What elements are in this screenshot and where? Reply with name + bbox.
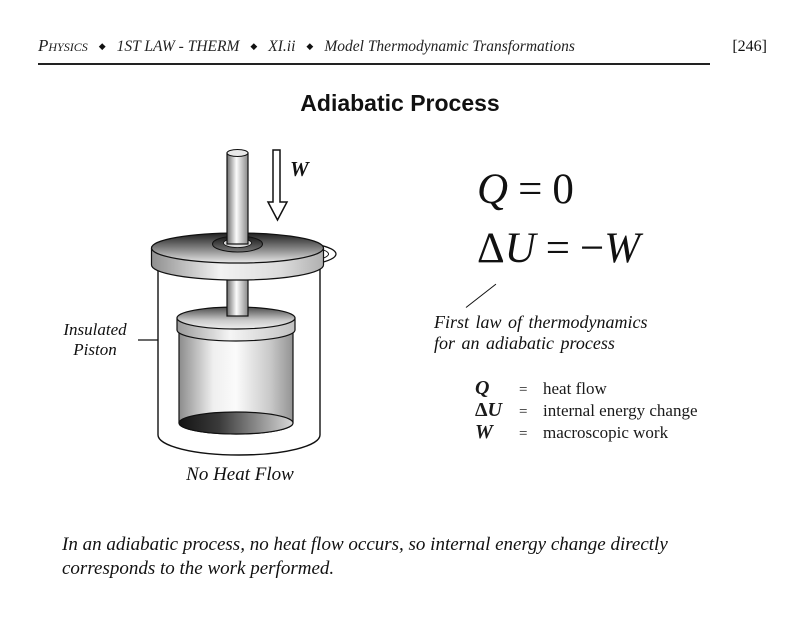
- page-number: [246]: [732, 38, 767, 55]
- symbol-w: W: [604, 225, 641, 272]
- definition-row-q: Q = heat flow: [475, 377, 698, 399]
- symbol-u: U: [504, 225, 536, 272]
- definition-meaning: internal energy change: [543, 401, 698, 420]
- diamond-separator-icon: ◆: [306, 41, 314, 51]
- equals-sign: =: [519, 382, 528, 398]
- annotation-pointer-line: [465, 283, 497, 308]
- insulated-piston-label-line2: Piston: [73, 340, 117, 359]
- equals-sign: =: [545, 225, 570, 272]
- definition-meaning: heat flow: [543, 379, 607, 398]
- definition-meaning: macroscopic work: [543, 423, 669, 442]
- equation-q-zero: Q=0: [477, 168, 574, 211]
- piston-diagram: [138, 148, 337, 456]
- piston-bottom-face: [178, 411, 294, 435]
- first-law-annotation-line2: for an adiabatic process: [434, 333, 615, 353]
- header-unit: 1ST LAW - THERM: [116, 38, 240, 55]
- page-title: Adiabatic Process: [300, 90, 500, 116]
- diamond-separator-icon: ◆: [250, 41, 258, 51]
- header-course: Physics: [38, 36, 88, 55]
- first-law-annotation-line1: First law of thermodynamics: [434, 312, 648, 332]
- first-law-annotation: First law of thermodynamics for an adiab…: [434, 312, 648, 354]
- piston-rod-upper: [226, 152, 249, 245]
- value-zero: 0: [552, 166, 574, 213]
- header-section: XI.ii: [268, 38, 296, 55]
- work-arrow-icon: [266, 149, 289, 222]
- insulated-piston-label-line1: Insulated: [63, 320, 127, 339]
- insulated-piston-label: Insulated Piston: [52, 320, 138, 360]
- container-outline: [157, 252, 321, 456]
- rod-top-face: [226, 148, 249, 158]
- equation-du-minus-w: ΔU=−W: [477, 227, 640, 270]
- footer-note: In an adiabatic process, no heat flow oc…: [62, 534, 668, 579]
- equals-sign: =: [519, 404, 528, 420]
- equals-sign: =: [518, 166, 543, 213]
- definition-row-w: W = macroscopic work: [475, 421, 698, 443]
- diamond-separator-icon: ◆: [98, 41, 106, 51]
- minus-sign: −: [579, 225, 605, 272]
- definition-symbol: U: [487, 399, 502, 421]
- definition-symbol: Q: [475, 377, 490, 399]
- header-topic: Model Thermodynamic Transformations: [324, 38, 575, 55]
- no-heat-flow-caption: No Heat Flow: [186, 464, 294, 485]
- page-header: Physics ◆ 1ST LAW - THERM ◆ XI.ii ◆ Mode…: [38, 36, 710, 65]
- symbol-delta: Δ: [477, 225, 505, 272]
- symbol-q: Q: [477, 166, 509, 213]
- equals-sign: =: [519, 426, 528, 442]
- definition-symbol: W: [475, 421, 493, 443]
- work-arrow-label: W: [290, 157, 309, 181]
- symbol-definitions: Q = heat flow ΔU = internal energy chang…: [475, 377, 698, 443]
- definition-symbol-prefix: Δ: [475, 399, 488, 421]
- definition-row-du: ΔU = internal energy change: [475, 399, 698, 421]
